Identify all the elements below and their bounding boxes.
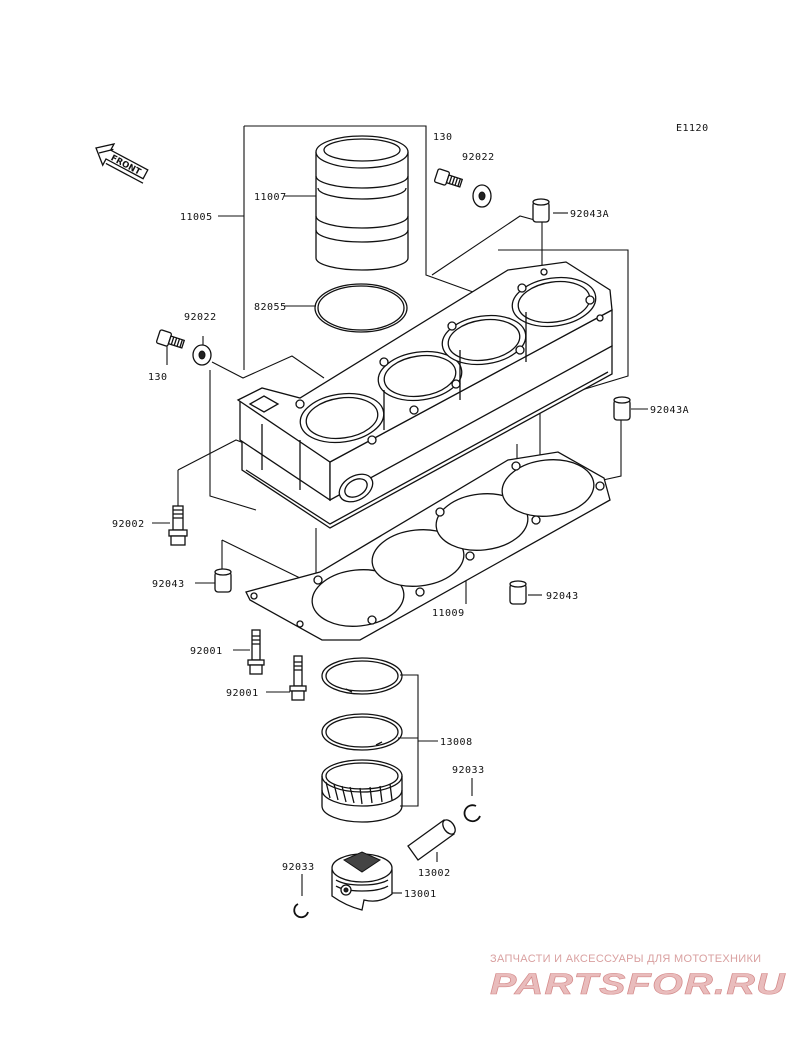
dowel-92043-left: [214, 568, 232, 593]
label-92002: 92002: [112, 519, 145, 530]
label-11007: 11007: [254, 192, 287, 203]
label-13002: 13002: [418, 868, 451, 879]
label-11009: 11009: [432, 608, 465, 619]
label-92022-top: 92022: [462, 152, 495, 163]
front-arrow-icon: FRONT: [95, 143, 149, 184]
dowel-92043A-right: [613, 396, 631, 421]
piston-13001: [331, 851, 393, 911]
label-92001-a: 92001: [190, 646, 223, 657]
label-130-left: 130: [148, 372, 168, 383]
cylinder-liner-11007: [315, 135, 409, 271]
label-130-top: 130: [433, 132, 453, 143]
o-ring-82055: [314, 283, 408, 333]
watermark-tagline: ЗАПЧАСТИ И АКСЕССУАРЫ ДЛЯ МОТОТЕХНИКИ: [490, 953, 761, 965]
washer-92022-top: [472, 184, 492, 208]
watermark-brand: PARTSFOR.RU: [490, 968, 786, 1001]
label-92033-right: 92033: [452, 765, 485, 776]
bolt-130-left: [156, 329, 186, 349]
bolt-92001-b: [289, 655, 307, 701]
label-13008: 13008: [440, 737, 473, 748]
watermark: ЗАПЧАСТИ И АКСЕССУАРЫ ДЛЯ МОТОТЕХНИКИ PA…: [490, 953, 786, 1001]
label-92043-right: 92043: [546, 591, 579, 602]
washer-92022-left: [192, 344, 212, 366]
gasket-11009: [245, 451, 611, 641]
leader-lines: [152, 125, 648, 896]
circlip-92033-left: [293, 903, 309, 919]
label-92001-b: 92001: [226, 688, 259, 699]
label-11005: 11005: [180, 212, 213, 223]
label-92043-left: 92043: [152, 579, 185, 590]
label-92043A-top: 92043A: [570, 209, 609, 220]
piston-pin-13002: [407, 819, 456, 861]
cylinder-block-11005: [236, 261, 613, 529]
dowel-92043A-top: [532, 198, 550, 223]
circlip-92033-right: [463, 804, 481, 823]
part-labels: 130 92022 92043A 11007 11005 82055 92022…: [112, 132, 689, 900]
bolt-92002: [168, 505, 188, 546]
label-92033-left: 92033: [282, 862, 315, 873]
dowel-92043-right: [509, 580, 527, 605]
bolt-130-top: [434, 168, 464, 188]
label-92043A-right: 92043A: [650, 405, 689, 416]
piston-rings-13008: [321, 657, 403, 823]
diagram-code: E1120: [676, 123, 709, 134]
bolt-92001-a: [247, 629, 265, 675]
label-13001: 13001: [404, 889, 437, 900]
label-92022-left: 92022: [184, 312, 217, 323]
label-82055: 82055: [254, 302, 287, 313]
